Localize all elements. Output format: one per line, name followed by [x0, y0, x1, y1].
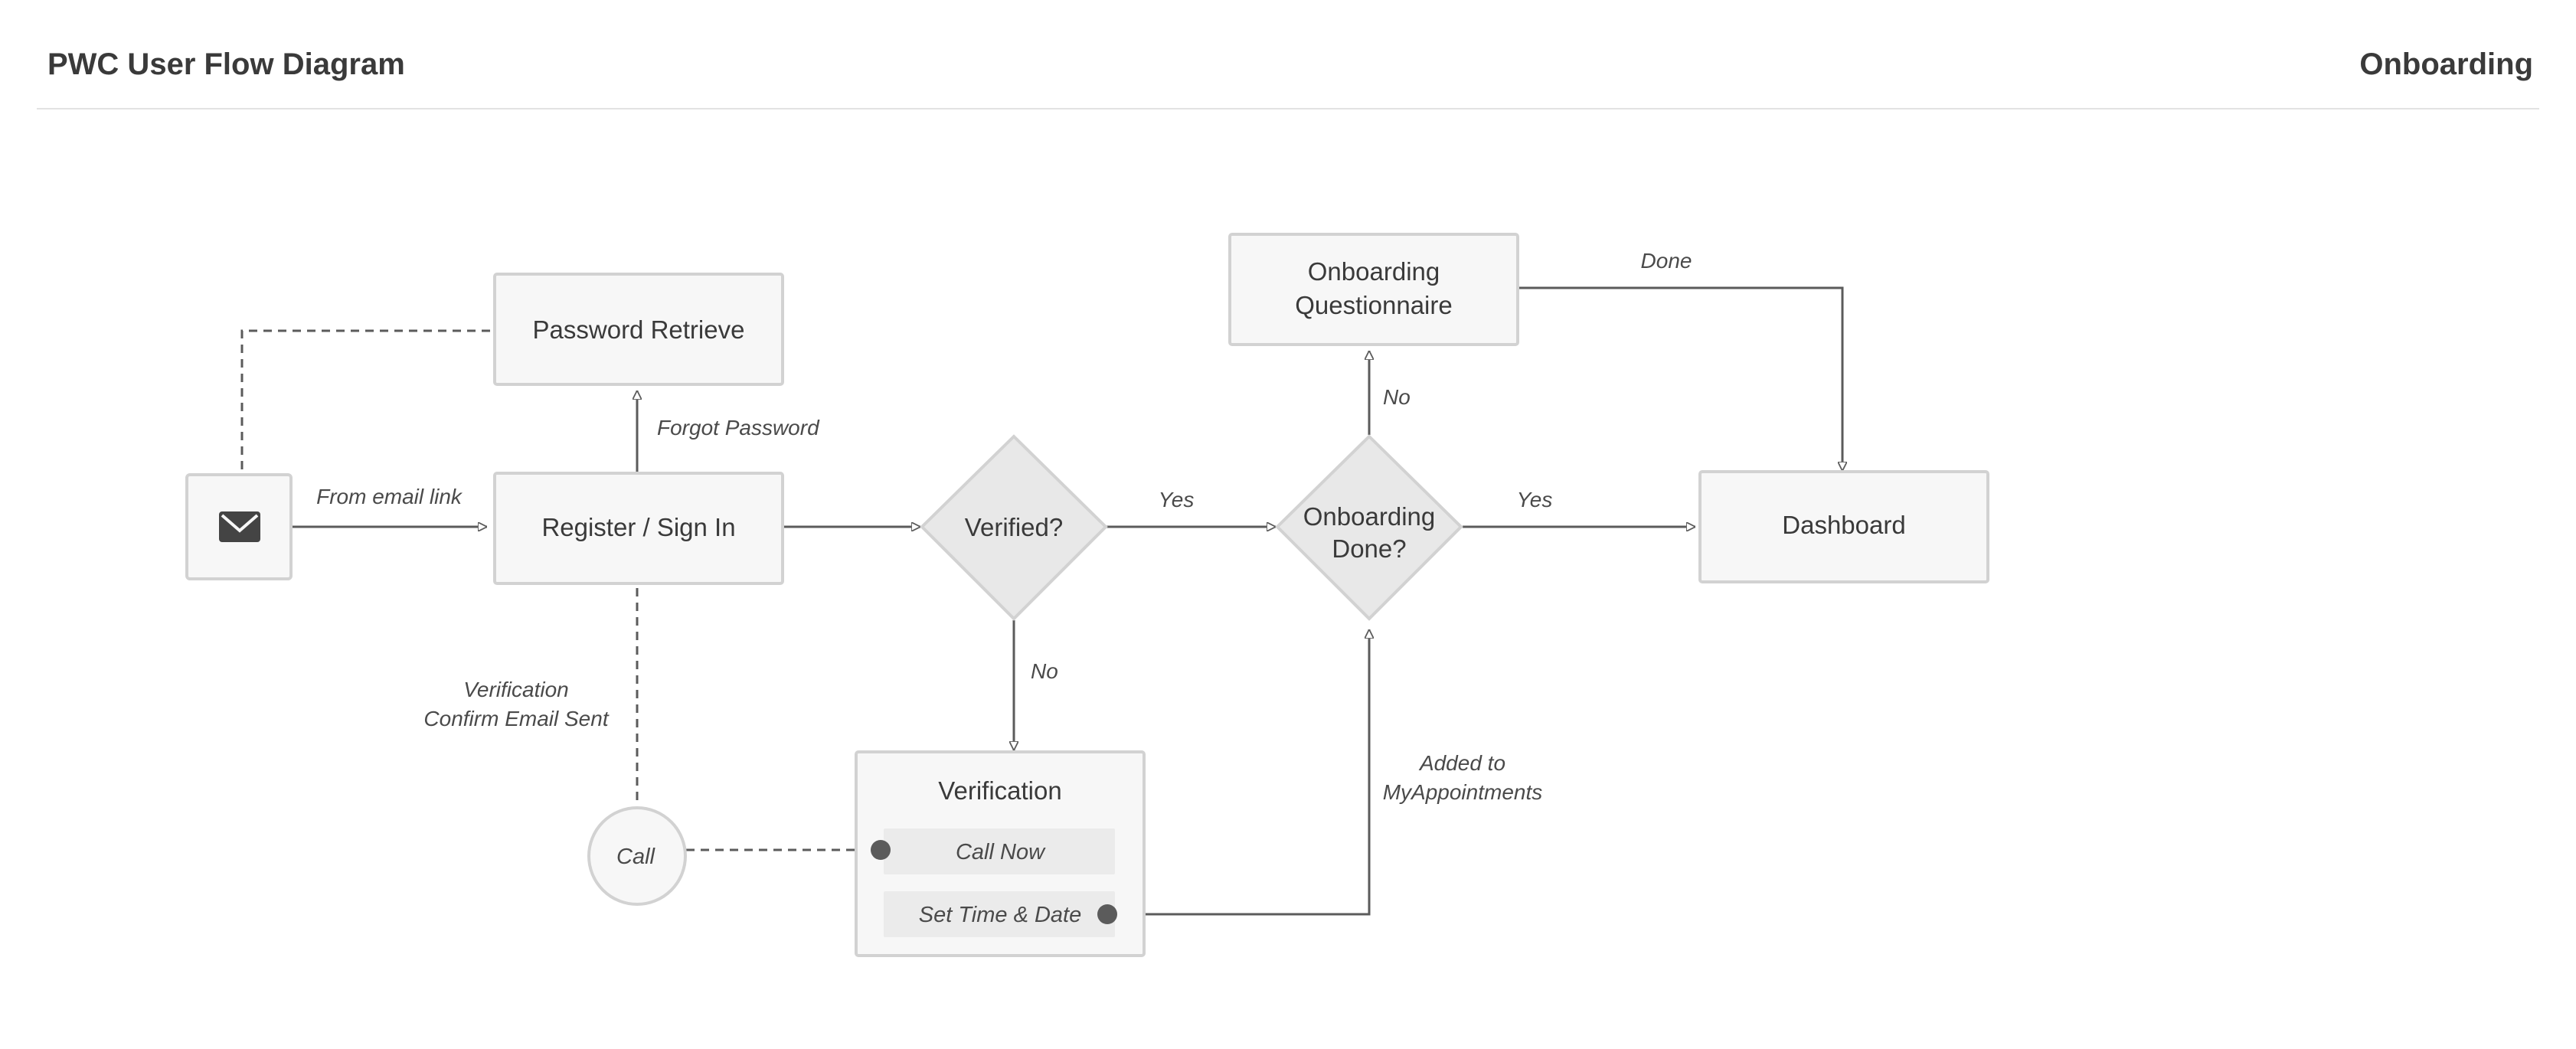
set-time-date-option[interactable]: Set Time & Date: [884, 891, 1115, 937]
call-node[interactable]: Call: [587, 806, 687, 906]
onboarding-questionnaire-node[interactable]: Onboarding Questionnaire: [1228, 233, 1519, 346]
dashboard-node[interactable]: Dashboard: [1698, 470, 1989, 583]
edge-label-verification-line-2: Confirm Email Sent: [423, 707, 609, 730]
set-time-connector-dot: [1097, 904, 1117, 924]
section-title: Onboarding: [2359, 47, 2533, 81]
call-now-option[interactable]: Call Now: [884, 828, 1115, 874]
edge-label-added-to-line-1: Added to: [1418, 751, 1505, 775]
edge-label-verification-line-1: Verification: [463, 678, 568, 701]
edge-label-verified-no: No: [1031, 659, 1058, 683]
edge-questionnaire-to-dashboard: [1519, 286, 1842, 471]
edge-label-forgot-password: Forgot Password: [657, 416, 820, 440]
edge-label-from-email-link: From email link: [316, 485, 463, 508]
set-time-date-label: Set Time & Date: [919, 903, 1082, 927]
edge-label-onboarding-yes: Yes: [1517, 488, 1553, 511]
envelope-icon: [219, 511, 260, 542]
register-sign-in-label: Register / Sign In: [541, 513, 735, 541]
verification-node[interactable]: Verification Call Now Set Time & Date: [855, 750, 1146, 957]
password-retrieve-label: Password Retrieve: [533, 315, 745, 344]
call-now-label: Call Now: [956, 840, 1046, 864]
edge-label-onboarding-no: No: [1383, 385, 1411, 409]
verification-title: Verification: [938, 776, 1061, 805]
call-label: Call: [616, 845, 656, 869]
edge-email-to-password-retrieve: [240, 329, 492, 469]
edge-label-verified-yes: Yes: [1159, 488, 1195, 511]
edge-label-done: Done: [1641, 249, 1692, 273]
edge-label-added-to-line-2: MyAppointments: [1383, 780, 1543, 804]
edge-set-time-to-onboarding-done: [1109, 629, 1369, 916]
register-sign-in-node[interactable]: Register / Sign In: [493, 472, 784, 585]
header: PWC User Flow Diagram Onboarding: [37, 0, 2539, 109]
verified-label: Verified?: [965, 513, 1063, 541]
email-entry-node[interactable]: [185, 473, 293, 580]
verified-decision-node[interactable]: Verified?: [920, 434, 1108, 621]
questionnaire-label-line-2: Questionnaire: [1295, 291, 1452, 319]
onboarding-done-label-line-1: Onboarding: [1303, 502, 1435, 531]
onboarding-done-decision-node[interactable]: Onboarding Done?: [1275, 434, 1463, 621]
questionnaire-label-line-1: Onboarding: [1308, 257, 1440, 286]
password-retrieve-node[interactable]: Password Retrieve: [493, 273, 784, 386]
page-title: PWC User Flow Diagram: [47, 47, 405, 81]
dashboard-label: Dashboard: [1782, 511, 1905, 539]
onboarding-done-label-line-2: Done?: [1332, 534, 1406, 563]
call-now-connector-dot: [871, 840, 891, 860]
